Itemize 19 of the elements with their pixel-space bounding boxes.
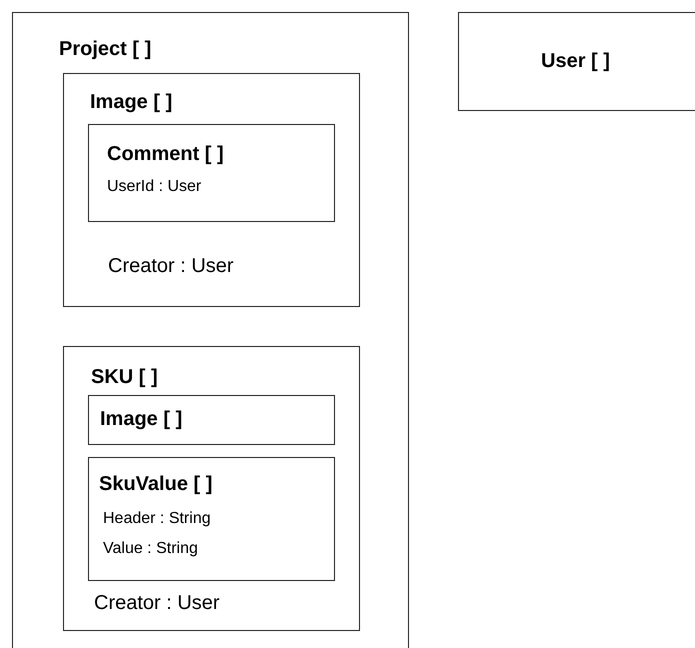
entity-title: User [ ] xyxy=(541,51,610,71)
entity-title: Image [ ] xyxy=(100,409,182,429)
field-label: Value : String xyxy=(103,541,198,557)
entity-box xyxy=(458,12,695,111)
entity-box xyxy=(12,12,409,648)
field-label: Creator : User xyxy=(94,593,220,613)
entity-box xyxy=(88,457,335,581)
field-label: Creator : User xyxy=(108,256,234,276)
entity-title: SkuValue [ ] xyxy=(99,474,212,494)
entity-title: SKU [ ] xyxy=(91,367,158,387)
entity-box xyxy=(88,124,335,222)
entity-box xyxy=(88,395,335,445)
field-label: UserId : User xyxy=(107,179,202,195)
entity-box xyxy=(63,73,360,307)
entity-title: Image [ ] xyxy=(90,92,172,112)
entity-title: Comment [ ] xyxy=(107,144,224,164)
entity-title: Project [ ] xyxy=(59,39,152,59)
field-label: Header : String xyxy=(103,511,211,527)
entity-box xyxy=(63,346,360,631)
